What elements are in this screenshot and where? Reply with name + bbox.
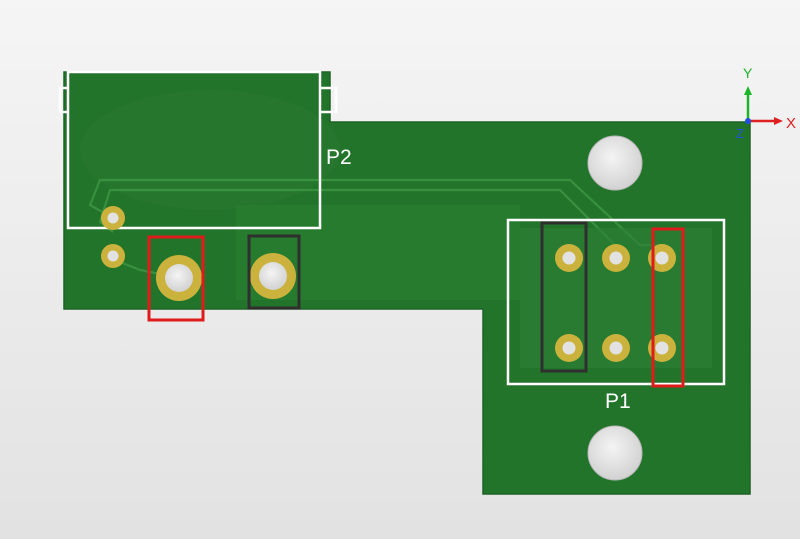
axis-x-label: X: [786, 115, 796, 132]
p1-label: P1: [605, 390, 631, 413]
p1-pad[interactable]: [648, 334, 676, 362]
large-pad-left[interactable]: [156, 255, 202, 301]
p2-label: P2: [326, 146, 352, 169]
p1-pad[interactable]: [602, 334, 630, 362]
axis-gizmo: Y X Z: [736, 65, 796, 141]
highlight-box-red-left: [147, 235, 205, 322]
p1-pad[interactable]: [555, 244, 583, 272]
p2-pad[interactable]: [101, 206, 125, 230]
p2-silkscreen-outline: [58, 70, 338, 230]
mounting-hole[interactable]: [587, 425, 643, 481]
mounting-hole[interactable]: [587, 135, 643, 191]
p1-pad[interactable]: [648, 244, 676, 272]
highlight-box-dark-p1: [540, 221, 588, 373]
p2-pad[interactable]: [101, 244, 125, 268]
large-pad-right[interactable]: [250, 253, 296, 299]
highlight-box-red-p1: [651, 227, 685, 388]
axis-y-label: Y: [743, 65, 753, 81]
p1-pad[interactable]: [602, 244, 630, 272]
p1-silkscreen-outline: [506, 218, 726, 386]
copper-pour-region: [80, 90, 340, 210]
p1-pad[interactable]: [555, 334, 583, 362]
highlight-box-dark-left: [247, 234, 301, 310]
axis-z-label: Z: [736, 126, 744, 141]
